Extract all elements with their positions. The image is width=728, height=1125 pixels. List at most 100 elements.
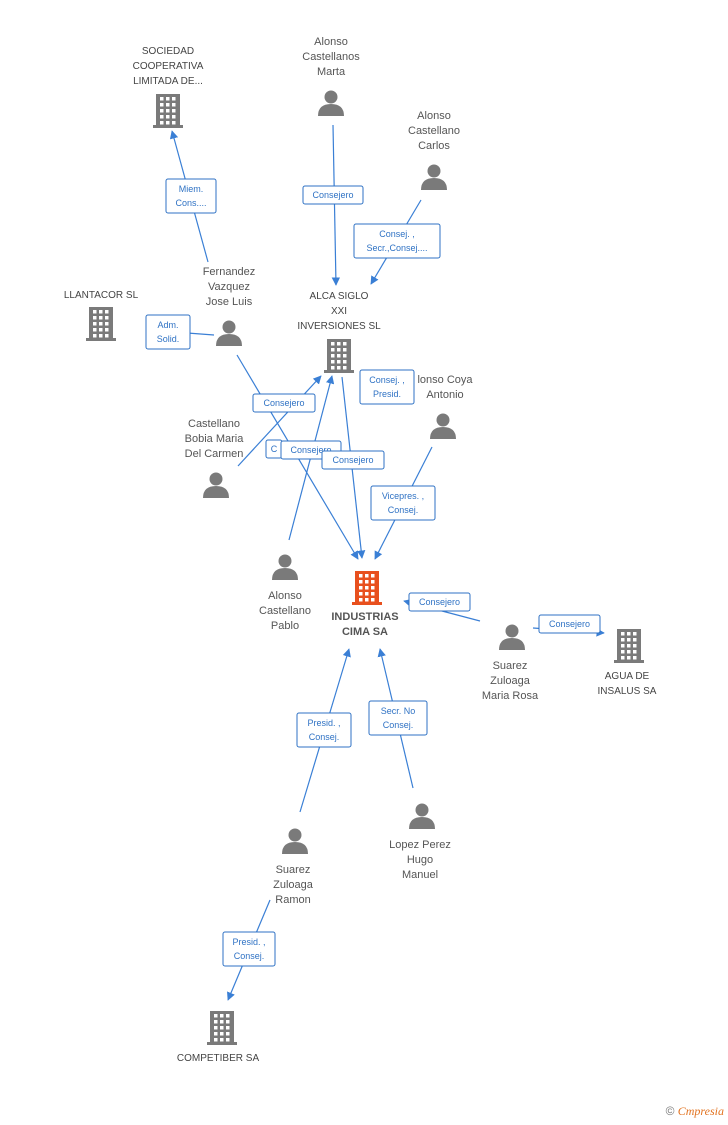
node-llantacor[interactable]: LLANTACOR SL [64,290,139,341]
node-label-line: Suarez [276,864,311,876]
relation-box [302,185,364,205]
relation-label-r15[interactable]: Presid. , Consej. [222,931,276,967]
node-label-line: lonso Coya [417,374,473,386]
building-icon-window [105,316,109,320]
building-icon-window [93,310,97,314]
building-icon-window [172,109,176,113]
building-icon-window [359,598,363,602]
relation-label-r9[interactable]: Consejero [321,450,385,470]
building-icon-window [166,121,170,125]
person-icon-body [272,568,298,580]
relation-label-r11[interactable]: Consejero [408,592,471,612]
building-icon-window [99,334,103,338]
node-label-line: Pablo [271,620,299,632]
building-icon-window [160,103,164,107]
building-icon-window [621,656,625,660]
relation-label-r1[interactable]: Miem.Cons.... [165,178,217,214]
relation-box [359,369,415,405]
building-icon-window [343,360,347,364]
building-icon-window [172,115,176,119]
person-icon-head [505,624,519,638]
building-icon-window [214,1014,218,1018]
relation-label-r12[interactable]: Consejero [538,614,601,634]
person-icon-body [409,817,435,829]
building-icon-window [226,1038,230,1042]
relation-box [368,700,428,736]
relation-box [538,614,601,634]
building-icon-window [371,580,375,584]
building-icon-window [93,316,97,320]
relation-text: Consejero [312,190,353,200]
relation-label-r5[interactable]: Consej. ,Presid. [359,369,415,405]
relation-label-r2[interactable]: Consejero [302,185,364,205]
node-label-line: CIMA SA [342,626,388,638]
node-label-line: Zuloaga [273,879,314,891]
building-icon-window [220,1014,224,1018]
relation-text: Consejero [263,398,304,408]
node-label-line: COOPERATIVA [133,61,204,72]
building-icon-window [337,342,341,346]
building-icon-window [172,97,176,101]
relation-label-r7[interactable]: C [265,439,283,459]
building-icon-window [627,638,631,642]
node-competiber[interactable]: COMPETIBER SA [177,1011,260,1064]
node-label-line: Lopez Perez [389,839,451,851]
relation-box [145,314,191,350]
building-icon-window [166,103,170,107]
building-icon-window [331,354,335,358]
relation-label-r6[interactable]: Consejero [252,393,316,413]
building-icon-window [105,322,109,326]
building-icon-window [371,598,375,602]
relation-label-r13[interactable]: Presid. ,Consej. [296,712,352,748]
node-label-line: Bobia Maria [185,433,245,445]
relation-box [370,485,436,521]
building-icon-base [153,125,183,128]
building-icon-window [627,656,631,660]
building-icon-window [337,366,341,370]
relation-edge [331,124,341,286]
relation-label-r3[interactable]: Consej. ,Secr.,Consej.... [353,223,441,259]
node-label-line: Fernandez [203,266,256,278]
node-label-line: Hugo [407,854,433,866]
relation-text: Miem. [179,184,204,194]
building-icon-window [627,644,631,648]
building-icon-window [331,342,335,346]
building-icon-window [633,632,637,636]
node-label-line: ALCA SIGLO [310,291,369,302]
building-icon-window [160,121,164,125]
relation-label-r10[interactable]: Vicepres. ,Consej. [370,485,436,521]
person-icon-body [430,427,456,439]
relation-text: Consejero [332,455,373,465]
building-icon-window [371,574,375,578]
building-icon-window [172,103,176,107]
building-icon-window [359,592,363,596]
node-label-line: Castellano [408,125,460,137]
building-icon-base [207,1042,237,1045]
building-icon-window [365,580,369,584]
relation-text: Presid. , [232,937,265,947]
person-icon-head [209,472,223,486]
relation-text: Solid. [157,334,180,344]
building-icon-window [226,1026,230,1030]
node-label-line: INVERSIONES SL [297,321,381,332]
relation-label-r4[interactable]: Adm.Solid. [145,314,191,350]
building-icon-window [359,580,363,584]
building-icon-window [172,121,176,125]
relation-text: Consej. [234,951,265,961]
